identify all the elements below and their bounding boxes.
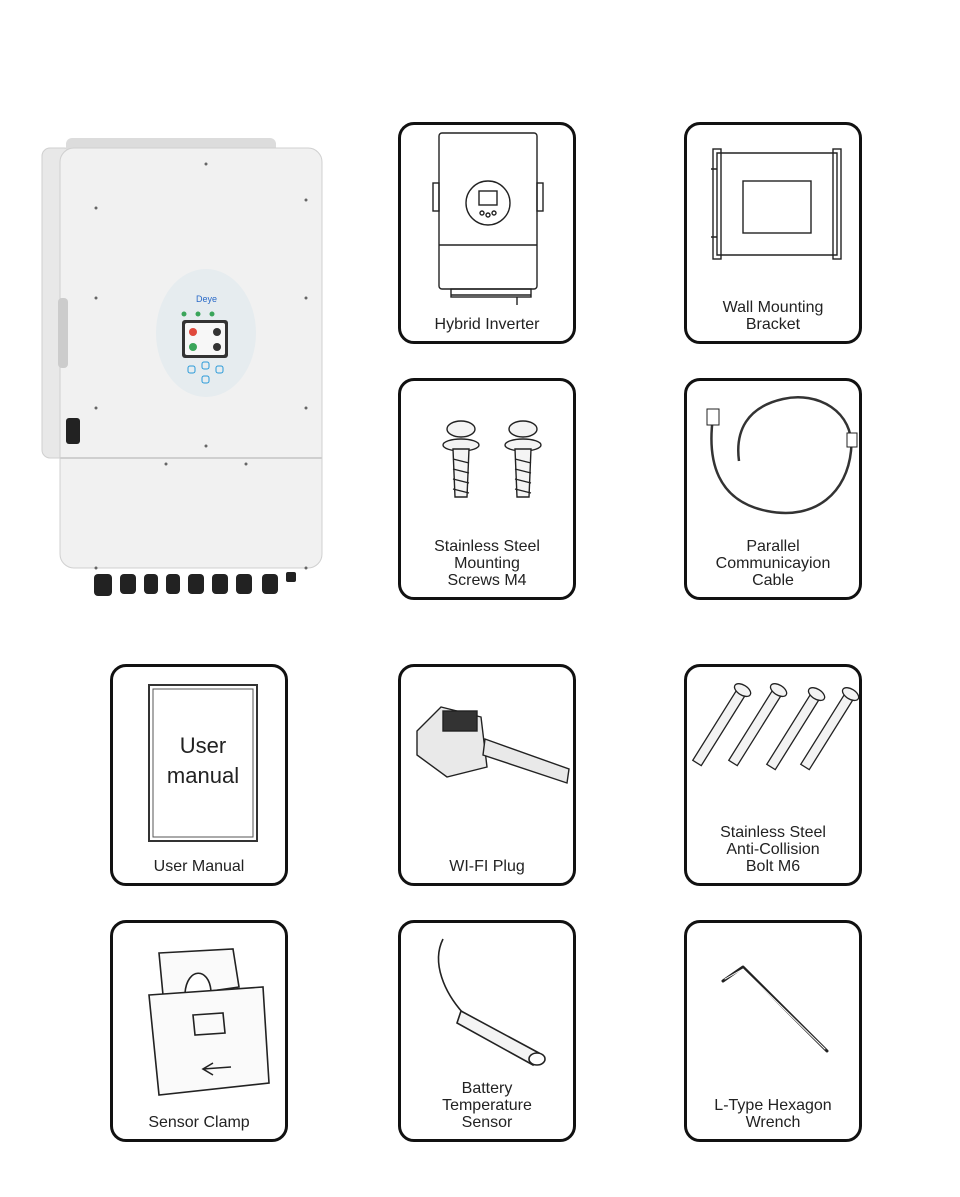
card-wifi-plug: WI-FI Plug — [398, 664, 576, 886]
card-anti-collision-bolt: Stainless Steel Anti-Collision Bolt M6 — [684, 664, 862, 886]
bracket-icon — [711, 148, 842, 260]
manual-title-line1: User — [180, 733, 226, 758]
item-label: Hybrid Inverter — [434, 316, 540, 333]
item-label: Wall Mounting Bracket — [722, 299, 824, 333]
item-label: Sensor Clamp — [148, 1114, 250, 1131]
card-hex-wrench: L-Type Hexagon Wrench — [684, 920, 862, 1142]
item-label: Stainless Steel Anti-Collision Bolt M6 — [720, 824, 826, 875]
item-label: Battery Temperature Sensor — [442, 1080, 532, 1131]
card-user-manual: User manual User Manual — [110, 664, 288, 886]
inverter-icon — [432, 132, 544, 305]
card-parallel-cable: Parallel Communicayion Cable — [684, 378, 862, 600]
cable-icon — [706, 396, 858, 515]
wifi-plug-icon — [416, 706, 570, 784]
card-hybrid-inverter: Hybrid Inverter — [398, 122, 576, 344]
brand-logo: Deye — [196, 294, 217, 304]
item-label: L-Type Hexagon Wrench — [714, 1097, 832, 1131]
manual-icon: User manual — [148, 684, 258, 842]
item-label: Stainless Steel Mounting Screws M4 — [434, 538, 540, 589]
sensor-clamp-icon — [148, 948, 270, 1096]
item-label: Parallel Communicayion Cable — [715, 538, 831, 589]
card-sensor-clamp: Sensor Clamp — [110, 920, 288, 1142]
card-wall-mounting-bracket: Wall Mounting Bracket — [684, 122, 862, 344]
manual-title-line2: manual — [167, 763, 239, 788]
hex-wrench-icon — [721, 965, 829, 1053]
screws-icon — [442, 420, 542, 498]
card-battery-temp-sensor: Battery Temperature Sensor — [398, 920, 576, 1142]
item-label: WI-FI Plug — [449, 858, 525, 875]
bolt-icon — [691, 683, 859, 771]
inverter-product-image: Deye — [36, 128, 326, 608]
item-label: User Manual — [153, 858, 245, 875]
temp-sensor-icon — [437, 938, 546, 1067]
card-mounting-screws: Stainless Steel Mounting Screws M4 — [398, 378, 576, 600]
